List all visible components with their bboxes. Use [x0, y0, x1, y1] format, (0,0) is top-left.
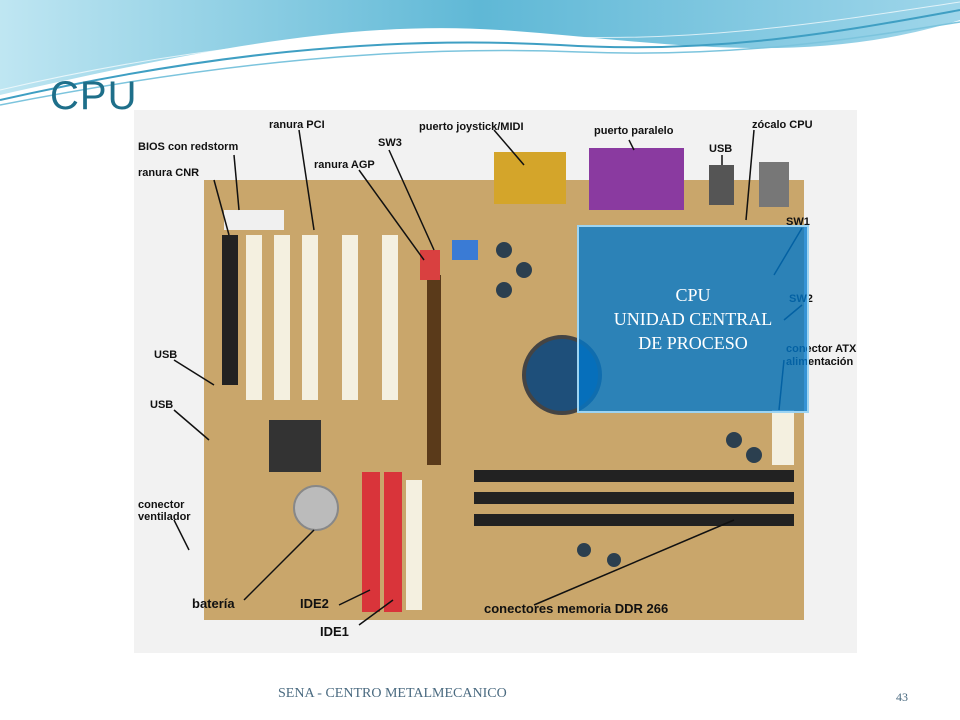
callout-line-2: UNIDAD CENTRAL	[613, 309, 773, 329]
label-ide1: IDE1	[320, 624, 349, 639]
capacitor-shape	[516, 262, 532, 278]
label-ventilador-line2: ventilador	[138, 511, 191, 523]
slide-title: CPU	[50, 74, 138, 118]
label-bateria: batería	[192, 596, 235, 611]
chipset-shape	[269, 420, 321, 472]
atx-connector-shape	[772, 410, 794, 465]
label-cnr: ranura CNR	[138, 167, 199, 179]
sw3-dip-shape	[452, 240, 478, 260]
capacitor-shape	[746, 447, 762, 463]
ide1-connector-shape	[384, 472, 402, 612]
floppy-connector-shape	[406, 480, 422, 610]
capacitor-shape	[496, 282, 512, 298]
label-parallel: puerto paralelo	[594, 125, 674, 137]
bios-chip-shape	[224, 210, 284, 230]
cnr-slot-shape	[222, 235, 238, 385]
label-usb-left-2: USB	[150, 399, 173, 411]
ddr-slot-shape-2	[474, 492, 794, 504]
pci-slot-shape-1	[246, 235, 262, 400]
slide-page-number: 43	[896, 690, 908, 704]
ddr-slot-shape-3	[474, 514, 794, 526]
label-ventilador-line1: conector	[138, 499, 185, 511]
cpu-callout-box: CPU UNIDAD CENTRAL DE PROCESO	[577, 225, 809, 413]
pci-slot-shape-2	[274, 235, 290, 400]
capacitor-shape	[577, 543, 591, 557]
ide2-connector-shape	[362, 472, 380, 612]
usb-port-shape-2	[759, 162, 789, 207]
slide-footer: SENA - CENTRO METALMECANICO	[278, 686, 507, 701]
label-usb-top: USB	[709, 143, 732, 155]
pci-slot-shape-5	[382, 235, 398, 400]
header-wave-decoration	[0, 0, 960, 106]
label-ide2: IDE2	[300, 596, 329, 611]
label-joystick: puerto joystick/MIDI	[419, 121, 524, 133]
pci-slot-shape-3	[302, 235, 318, 400]
callout-line-1: CPU	[675, 285, 711, 305]
label-ddr: conectores memoria DDR 266	[484, 601, 668, 616]
capacitor-shape	[607, 553, 621, 567]
label-usb-left-1: USB	[154, 349, 177, 361]
battery-shape	[293, 485, 339, 531]
label-zocalo: zócalo CPU	[752, 119, 813, 131]
joystick-port-shape	[494, 152, 566, 204]
pci-slot-shape-4	[342, 235, 358, 400]
capacitor-shape	[726, 432, 742, 448]
usb-port-shape	[709, 165, 734, 205]
label-agp: ranura AGP	[314, 159, 375, 171]
label-bios: BIOS con redstorm	[138, 141, 238, 153]
label-pci: ranura PCI	[269, 119, 325, 131]
ddr-slot-shape-1	[474, 470, 794, 482]
agp-slot-shape	[427, 275, 441, 465]
capacitor-shape	[496, 242, 512, 258]
sw3-switch-shape	[420, 250, 440, 280]
label-sw3: SW3	[378, 137, 402, 149]
parallel-port-shape	[589, 148, 684, 210]
callout-line-3: DE PROCESO	[638, 333, 748, 353]
